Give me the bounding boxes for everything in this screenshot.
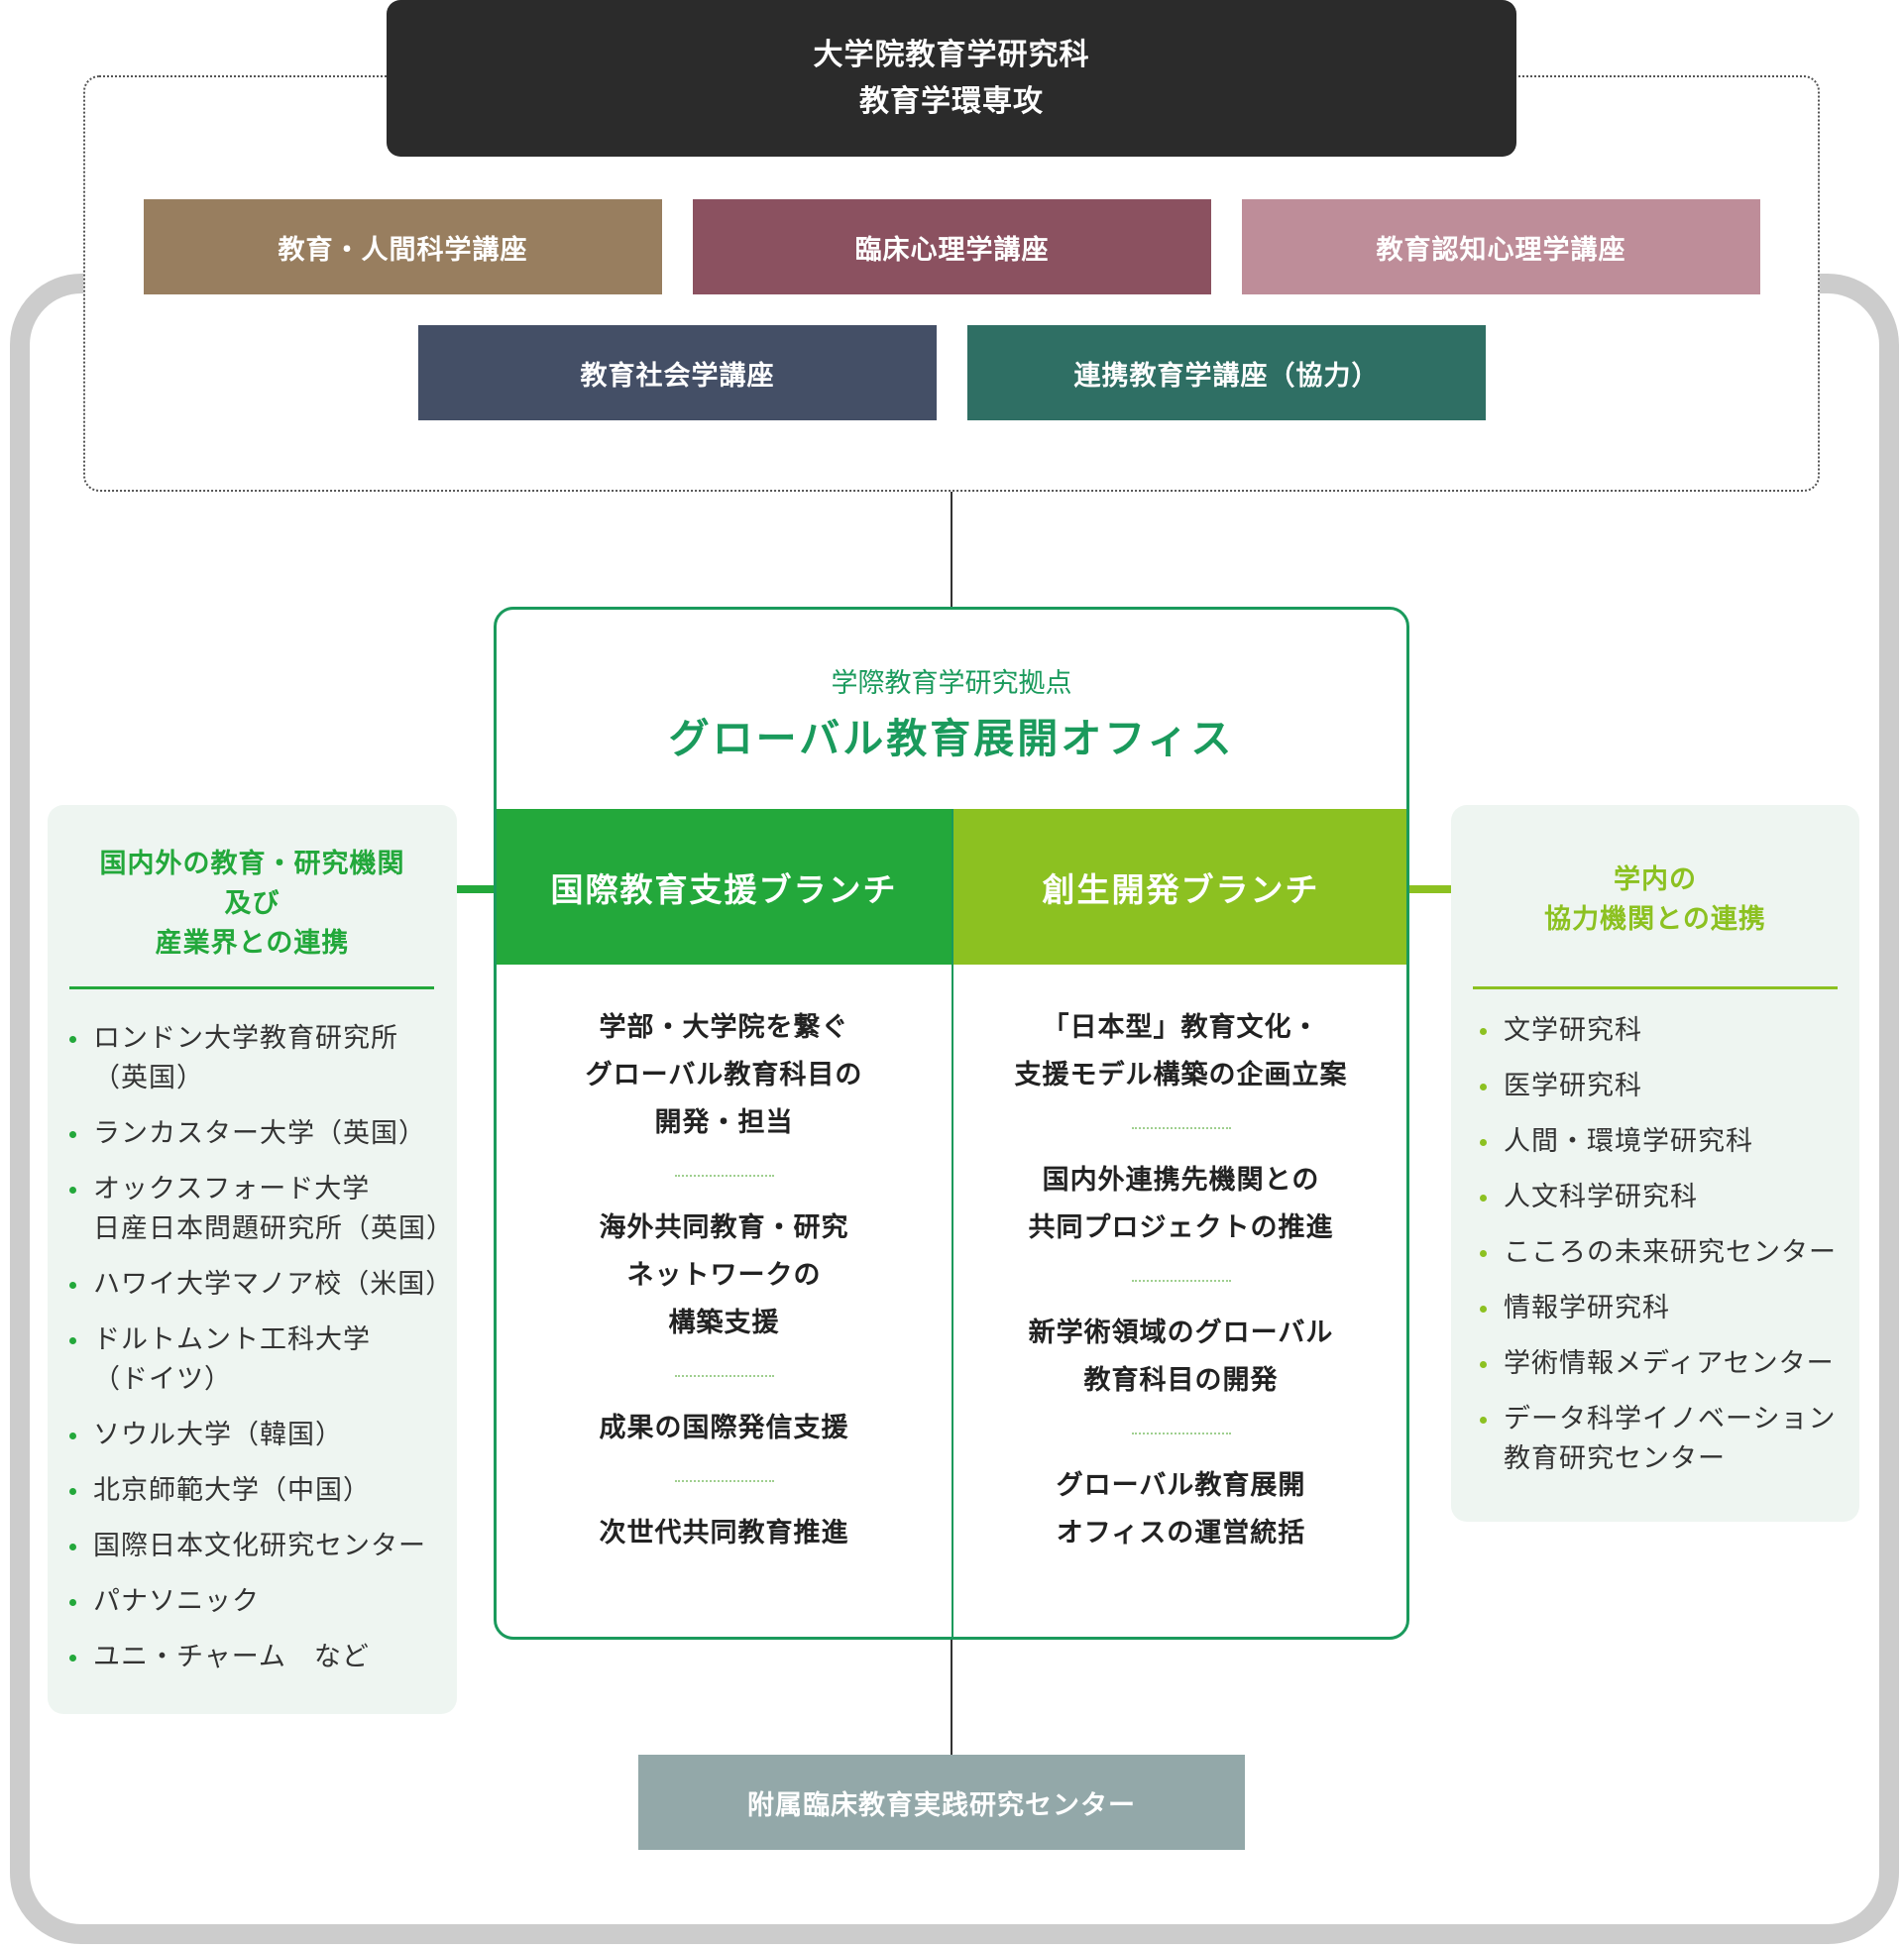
- internal-partners-list: 文学研究科 医学研究科 人間・環境学研究科 人文科学研究科 こころの未来研究セン…: [1480, 1011, 1856, 1479]
- bullet-icon: [69, 1433, 76, 1439]
- branch-international-support-header: 国際教育支援ブランチ: [497, 809, 952, 965]
- external-partners-list: ロンドン大学教育研究所（英国） ランカスター大学（英国） オックスフォード大学日…: [69, 1019, 453, 1677]
- bullet-icon: [1480, 1195, 1487, 1202]
- header-title-line1: 大学院教育学研究科: [813, 38, 1090, 72]
- list-item: ランカスター大学（英国）: [69, 1114, 446, 1154]
- dept-collaborative-education: 連携教育学講座（協力）: [967, 325, 1486, 420]
- global-education-office: 学際教育学研究拠点 グローバル教育展開オフィス 国際教育支援ブランチ 創生開発ブ…: [494, 607, 1409, 1640]
- branch-item: 新学術領域のグローバル 教育科目の開発: [1028, 1318, 1334, 1396]
- external-partners-title: 国内外の教育・研究機関 及び 産業界との連携: [99, 849, 405, 959]
- bullet-icon: [69, 1187, 76, 1194]
- branch-item: 学部・大学院を繋ぐ グローバル教育科目の 開発・担当: [585, 1012, 863, 1138]
- external-partners-rule: [69, 986, 434, 989]
- list-item: データ科学イノベーション教育研究センター: [1480, 1400, 1856, 1479]
- bullet-icon: [1480, 1417, 1487, 1424]
- list-item: 学術情報メディアセンター: [1480, 1344, 1856, 1384]
- internal-partners-panel: 学内の 協力機関との連携 文学研究科 医学研究科 人間・環境学研究科 人文科学研…: [1451, 805, 1859, 1522]
- graduate-school-header: 大学院教育学研究科 教育学環専攻: [387, 0, 1516, 157]
- internal-partners-title: 学内の 協力機関との連携: [1544, 864, 1766, 935]
- list-item: 情報学研究科: [1480, 1289, 1856, 1328]
- list-item: ハワイ大学マノア校（米国）: [69, 1265, 452, 1305]
- bullet-icon: [69, 1544, 76, 1550]
- bullet-icon: [69, 1036, 76, 1043]
- bullet-icon: [69, 1131, 76, 1138]
- bullet-icon: [1480, 1139, 1487, 1146]
- bullet-icon: [1480, 1084, 1487, 1090]
- list-item: ユニ・チャーム など: [69, 1638, 446, 1677]
- branch-international-support-list: 学部・大学院を繋ぐ グローバル教育科目の 開発・担当 海外共同教育・研究 ネット…: [497, 965, 952, 1557]
- list-item: 北京師範大学（中国）: [69, 1471, 446, 1511]
- item-separator: [1131, 1127, 1231, 1129]
- office-subtitle: 学際教育学研究拠点: [831, 668, 1072, 699]
- branch-creative-development-header: 創生開発ブランチ: [953, 809, 1406, 965]
- dept-educational-cognitive-psychology: 教育認知心理学講座: [1242, 199, 1760, 294]
- bullet-icon: [69, 1599, 76, 1606]
- list-item: 医学研究科: [1480, 1067, 1856, 1106]
- dept-sociology-of-education: 教育社会学講座: [418, 325, 937, 420]
- list-item: 文学研究科: [1480, 1011, 1856, 1051]
- branch-item: 次世代共同教育推進: [599, 1518, 849, 1549]
- internal-partners-rule: [1473, 986, 1838, 989]
- branch-item: グローバル教育展開 オフィスの運営統括: [1056, 1470, 1306, 1549]
- connector-top: [951, 492, 952, 607]
- list-item: ソウル大学（韓国）: [69, 1416, 446, 1455]
- clinical-education-research-center: 附属臨床教育実践研究センター: [638, 1755, 1245, 1850]
- branch-item: 国内外連携先機関との 共同プロジェクトの推進: [1028, 1165, 1334, 1243]
- item-separator: [1131, 1433, 1231, 1434]
- dept-education-human-science: 教育・人間科学講座: [144, 199, 662, 294]
- list-item: ロンドン大学教育研究所（英国）: [69, 1019, 446, 1098]
- branch-creative-development-list: 「日本型」教育文化・ 支援モデル構築の企画立案 国内外連携先機関との 共同プロジ…: [953, 965, 1406, 1557]
- connector-bottom: [951, 1640, 952, 1755]
- bullet-icon: [1480, 1028, 1487, 1035]
- item-separator: [674, 1480, 774, 1482]
- list-item: 人文科学研究科: [1480, 1178, 1856, 1217]
- branch-divider: [952, 809, 953, 1637]
- list-item: パナソニック: [69, 1582, 446, 1622]
- connector-right: [1409, 885, 1451, 893]
- external-partners-panel: 国内外の教育・研究機関 及び 産業界との連携 ロンドン大学教育研究所（英国） ラ…: [48, 805, 457, 1714]
- bullet-icon: [1480, 1306, 1487, 1313]
- header-title-line2: 教育学環専攻: [859, 84, 1044, 119]
- bullet-icon: [69, 1337, 76, 1344]
- dept-clinical-psychology: 臨床心理学講座: [693, 199, 1211, 294]
- bullet-icon: [1480, 1361, 1487, 1368]
- list-item: ドルトムント工科大学（ドイツ）: [69, 1320, 446, 1400]
- office-title: グローバル教育展開オフィス: [668, 715, 1235, 762]
- bullet-icon: [69, 1655, 76, 1662]
- list-item: 人間・環境学研究科: [1480, 1122, 1856, 1162]
- branch-item: 海外共同教育・研究 ネットワークの 構築支援: [599, 1212, 849, 1338]
- bullet-icon: [69, 1488, 76, 1495]
- bullet-icon: [69, 1282, 76, 1289]
- connector-left: [456, 885, 494, 893]
- branch-item: 成果の国際発信支援: [599, 1413, 849, 1443]
- branch-item: 「日本型」教育文化・ 支援モデル構築の企画立案: [1014, 1012, 1348, 1090]
- item-separator: [1131, 1280, 1231, 1282]
- item-separator: [674, 1375, 774, 1377]
- bullet-icon: [1480, 1250, 1487, 1257]
- list-item: こころの未来研究センター: [1480, 1233, 1856, 1273]
- list-item: 国際日本文化研究センター: [69, 1527, 446, 1566]
- item-separator: [674, 1175, 774, 1177]
- list-item: オックスフォード大学日産日本問題研究所（英国）: [69, 1170, 453, 1249]
